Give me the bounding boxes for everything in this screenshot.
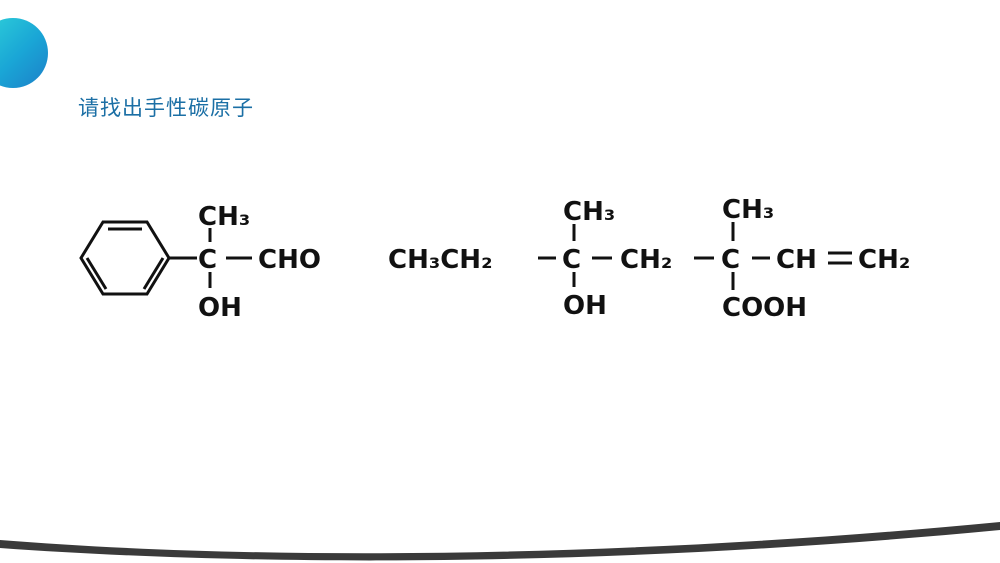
m2-ch3ch2: CH₃CH₂ <box>388 245 492 275</box>
m2-c1-oh: OH <box>563 291 607 321</box>
slide-title: 请找出手性碳原子 <box>78 96 254 120</box>
bottom-swoosh <box>0 522 1000 561</box>
m2-ch2-mid: CH₂ <box>620 245 672 275</box>
molecule-2: CH₃CH₂ CH₃ C OH CH₂ CH₃ C COOH CH CH₂ <box>388 195 910 323</box>
m1-center-c: C <box>198 245 217 275</box>
m2-c1: C <box>562 245 581 275</box>
molecule-1: CH₃ C CHO OH <box>79 202 321 323</box>
benzene-ring <box>79 220 171 296</box>
m1-cho: CHO <box>258 245 321 275</box>
m2-ch: CH <box>776 245 817 275</box>
m1-oh: OH <box>198 293 242 323</box>
m2-c2-ch3: CH₃ <box>722 195 774 225</box>
m2-c2-cooh: COOH <box>722 293 807 323</box>
m2-c2: C <box>721 245 740 275</box>
m1-top-ch3: CH₃ <box>198 202 250 232</box>
m2-c1-ch3: CH₃ <box>563 197 615 227</box>
m2-ch2-end: CH₂ <box>858 245 910 275</box>
